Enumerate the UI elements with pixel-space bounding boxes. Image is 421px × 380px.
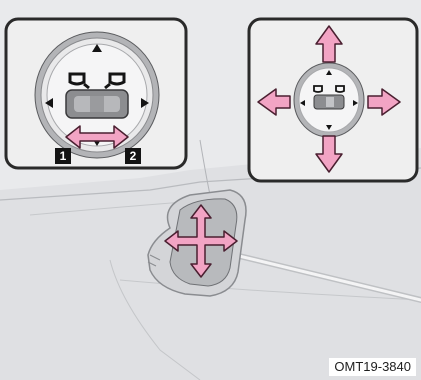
arrow-down <box>315 135 343 173</box>
arrow-right <box>367 88 401 116</box>
arrow-left <box>257 88 291 116</box>
figure-code: OMT19-3840 <box>329 358 416 376</box>
mirror-four-way-arrow <box>164 204 238 278</box>
switch-position-1-label: 1 <box>55 148 71 164</box>
switch-position-2-label: 2 <box>125 148 141 164</box>
mirror-left-icon <box>68 72 90 90</box>
mirror-right-icon <box>104 72 126 90</box>
mirror-select-switch-panel <box>4 17 188 170</box>
triangle-right-icon <box>141 98 149 108</box>
arrow-up <box>315 25 343 63</box>
triangle-left-icon <box>45 98 53 108</box>
left-right-arrow <box>65 125 129 149</box>
triangle-up-icon <box>92 44 102 52</box>
mirror-adjustment-switch-panel <box>247 17 419 183</box>
